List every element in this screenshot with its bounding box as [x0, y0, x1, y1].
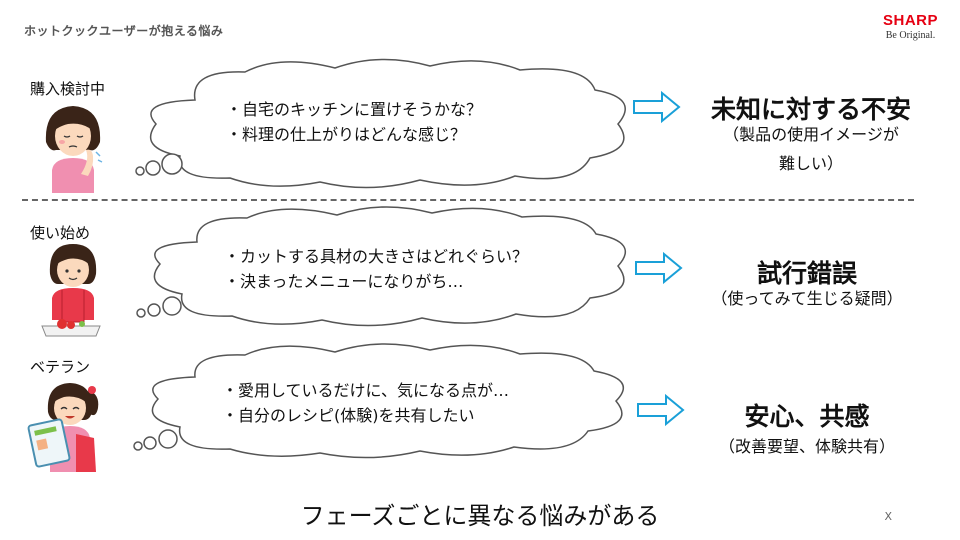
result-sub-anxiety: （製品の使用イメージが 難しい） [686, 120, 936, 178]
bubble-line: ・決まったメニューになりがち… [224, 272, 464, 291]
phase-label-considering: 購入検討中 [30, 80, 106, 98]
bubble-line: ・愛用しているだけに、気になる点が… [222, 381, 510, 400]
result-title-anxiety: 未知に対する不安 [710, 95, 911, 124]
result-title-trial-and-error: 試行錯誤 [756, 259, 857, 288]
bubble-line: ・料理の仕上がりはどんな感じ？ [226, 125, 467, 144]
tablet-woman-illustration [27, 383, 99, 472]
phase-label-beginner: 使い始め [30, 224, 91, 242]
bubble-line: ・自分のレシピ(体験)を共有したい [222, 406, 475, 425]
thought-bubble-2 [136, 206, 627, 327]
logo-tagline: Be Original. [885, 30, 936, 41]
bubble-2-text: ・カットする具材の大きさはどれぐらい？ ・決まったメニューになりがち… [224, 244, 528, 294]
footer-caption: フェーズごとに異なる悩みがある [300, 502, 660, 530]
arrow-right-icon [633, 90, 681, 124]
page-marker: X [884, 510, 892, 523]
result-sub-line: （使ってみて生じる疑問） [711, 289, 903, 308]
section-divider [22, 199, 914, 201]
arrow-right-icon [637, 393, 685, 427]
result-sub-trial-and-error: （使ってみて生じる疑問） [682, 284, 932, 313]
arrow-right-icon [635, 251, 683, 285]
result-sub-line: 難しい） [778, 154, 843, 173]
thought-bubble-3 [133, 343, 624, 459]
sharp-logo: SHARP Be Original. [883, 12, 938, 41]
worried-woman-illustration [45, 106, 103, 193]
bubble-line: ・自宅のキッチンに置けそうかな？ [226, 100, 483, 119]
logo-brand: SHARP [882, 12, 938, 29]
bubble-line: ・カットする具材の大きさはどれぐらい？ [224, 247, 529, 266]
result-title-reassurance: 安心、共感 [744, 402, 870, 431]
result-sub-line: （製品の使用イメージが [723, 125, 899, 144]
result-sub-reassurance: （改善要望、体験共有） [682, 432, 932, 461]
slide-title: ホットクックユーザーが抱える悩み [24, 24, 224, 38]
cooking-woman-illustration [41, 244, 101, 337]
phase-label-veteran: ベテラン [30, 358, 91, 376]
bubble-1-text: ・自宅のキッチンに置けそうかな？ ・料理の仕上がりはどんな感じ？ [226, 97, 482, 147]
thought-bubble-1 [135, 58, 626, 189]
result-sub-line: （改善要望、体験共有） [718, 437, 895, 456]
bubble-3-text: ・愛用しているだけに、気になる点が… ・自分のレシピ(体験)を共有したい [222, 378, 509, 428]
